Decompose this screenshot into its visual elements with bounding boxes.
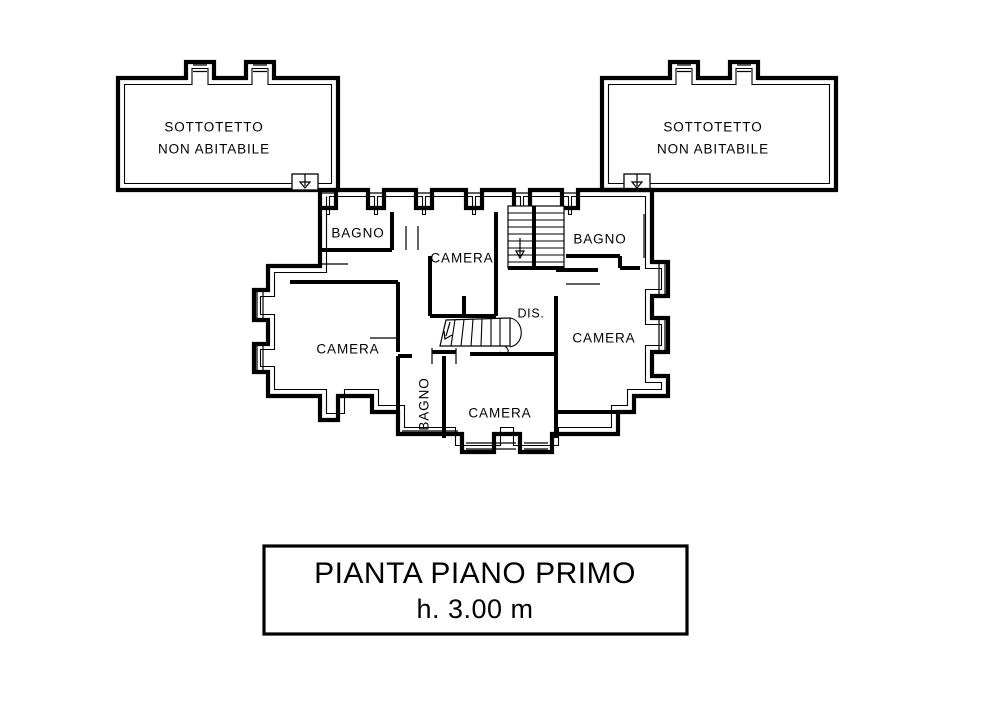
staircase-lower (439, 317, 522, 355)
label-disimpegno: DIS. (517, 306, 544, 320)
bagno-right-niche (643, 214, 653, 258)
staircase-upper (507, 205, 565, 270)
stairs-down-arrow-icon (443, 321, 453, 340)
stairs-down-winder (509, 317, 522, 348)
hatch-arrow-icon-left (298, 174, 312, 189)
apartment-outer-wall (251, 187, 671, 455)
attic-right-label-line2: NON ABITABILE (657, 142, 769, 157)
label-bagno-lower-center: BAGNO (417, 377, 432, 430)
stairs-down-nosing (499, 345, 509, 355)
label-camera-left: CAMERA (316, 342, 379, 357)
apartment-perimeter (251, 187, 671, 455)
attic-right-outer-wall (599, 59, 839, 193)
room-attic-left: SOTTOTETTO NON ABITABILE (115, 59, 341, 193)
title-sub-text: h. 3.00 m (416, 594, 533, 624)
internal-partitions (290, 212, 653, 438)
east-wall-window-marks (658, 264, 666, 350)
attic-left-window-mullions (193, 64, 267, 73)
west-wall-window-marks (256, 292, 264, 370)
attic-left-inner-wall (123, 67, 333, 185)
stairs-down-treads (450, 318, 501, 347)
attic-left-label-line2: NON ABITABILE (158, 142, 270, 157)
south-wall-window-marks (402, 430, 548, 450)
label-camera-upper-center: CAMERA (430, 251, 493, 266)
apartment-inner-wall (259, 195, 663, 447)
room-labels: BAGNO BAGNO CAMERA CAMERA CAMERA CAMERA … (316, 226, 635, 431)
hatch-arrow-icon-right (630, 174, 644, 189)
label-camera-right: CAMERA (572, 331, 635, 346)
attic-right-window-mullions (677, 64, 751, 73)
stairs-up-arrow-icon (514, 238, 526, 260)
attic-right-label-line1: SOTTOTETTO (663, 120, 762, 135)
attic-left-label-line1: SOTTOTETTO (164, 120, 263, 135)
label-bagno-upper-right: BAGNO (573, 232, 626, 247)
stairs-down-run (439, 317, 511, 347)
attic-right-inner-wall (607, 67, 831, 185)
label-bagno-upper-left: BAGNO (331, 226, 384, 241)
title-block: PIANTA PIANO PRIMO h. 3.00 m (262, 544, 689, 636)
door-jamb-bagno-left (405, 226, 419, 250)
label-camera-bottom-center: CAMERA (468, 406, 531, 421)
title-block-border (262, 544, 689, 636)
title-main-text: PIANTA PIANO PRIMO (314, 557, 636, 590)
room-attic-right: SOTTOTETTO NON ABITABILE (599, 59, 839, 193)
